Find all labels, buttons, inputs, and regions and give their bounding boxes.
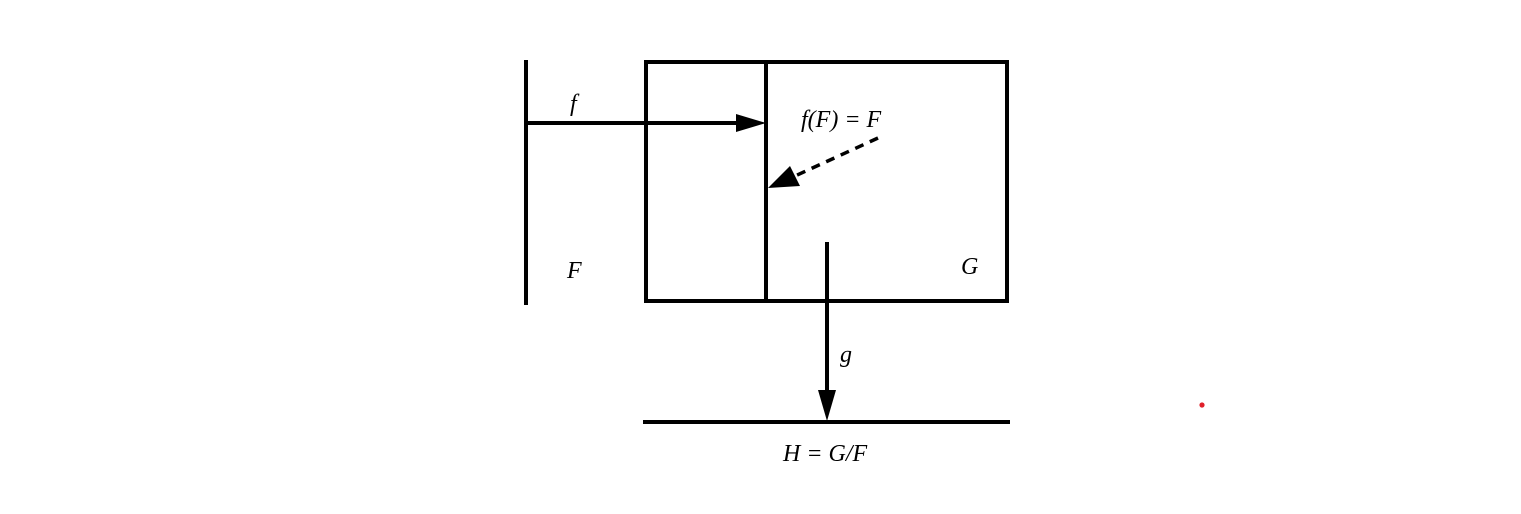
red-dot bbox=[1199, 402, 1205, 408]
arrow-f-head bbox=[736, 114, 766, 132]
label-quotient-H: H = G/F bbox=[782, 441, 868, 467]
label-f: f bbox=[570, 91, 580, 117]
label-g: g bbox=[840, 342, 852, 368]
dashed-arrow-head bbox=[768, 166, 800, 188]
label-image-fF: f(F) = F bbox=[801, 107, 882, 133]
arrow-g-head bbox=[818, 390, 836, 421]
dashed-arrow bbox=[794, 136, 879, 178]
label-F: F bbox=[566, 258, 582, 284]
label-G: G bbox=[961, 254, 978, 280]
